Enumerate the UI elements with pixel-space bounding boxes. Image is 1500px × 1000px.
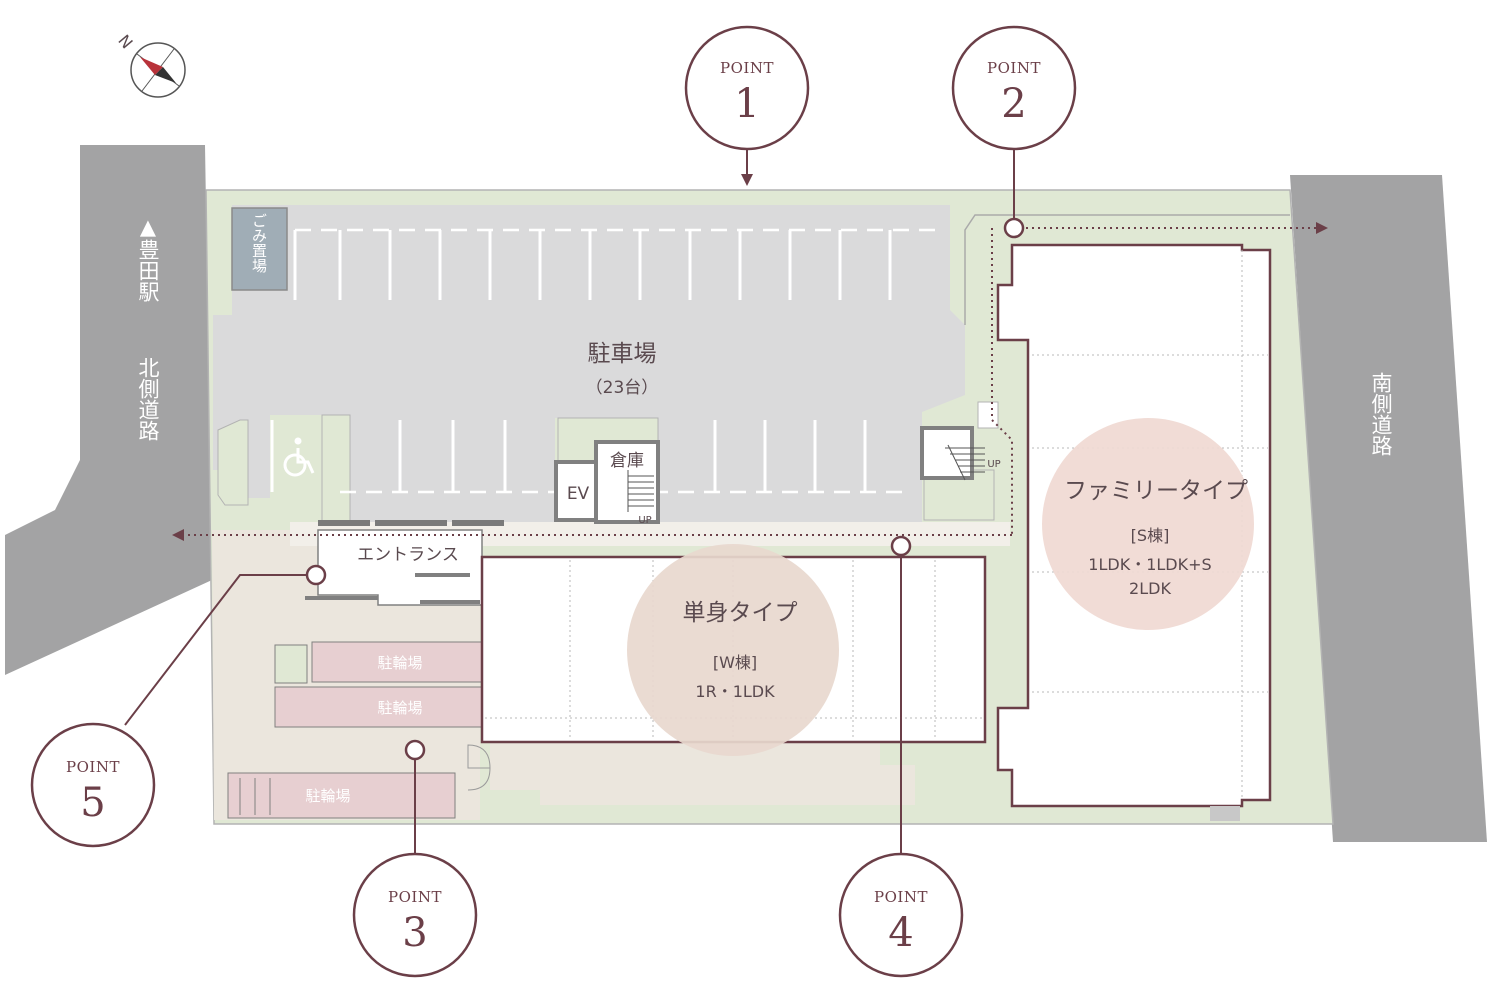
bike-parking-1-label: 駐輪場 (377, 654, 422, 672)
south-road (1290, 175, 1487, 842)
w-building-plans: 1R・1LDK (695, 682, 775, 701)
ev-storage-block (554, 440, 660, 524)
callout-dots (305, 217, 1025, 761)
bike-parking-2-label: 駐輪場 (377, 699, 422, 717)
west-stairs-icon (627, 470, 654, 512)
entrance-label: エントランス (357, 545, 459, 565)
car-stops (318, 520, 504, 526)
paved-area-south (480, 740, 915, 805)
point-2-number: 2 (1001, 81, 1026, 127)
parking-title: 駐車場 (588, 341, 657, 367)
bike-racks (239, 778, 271, 815)
point-4-label: POINT (874, 888, 928, 906)
parking-green-corner (217, 419, 249, 506)
point-2-label: POINT (987, 59, 1041, 77)
wheelchair-icon (283, 437, 315, 477)
bike-parking-3 (227, 772, 456, 819)
callout-lines (124, 150, 1015, 855)
bike-green (274, 644, 308, 684)
garbage-area (231, 207, 288, 291)
east-stair-door (977, 401, 999, 429)
west-stair-up-label: UP (638, 515, 651, 526)
point-1-badge[interactable]: POINT 1 (684, 25, 810, 151)
point-3-badge[interactable]: POINT 3 (352, 852, 478, 978)
path-east-side (991, 228, 1013, 535)
point-3-number: 3 (402, 910, 427, 956)
point-5-badge[interactable]: POINT 5 (30, 722, 156, 848)
compass-north-label: N (114, 31, 136, 52)
north-road-label: 北側道路 (136, 357, 160, 441)
door-swing (467, 744, 491, 791)
east-stairs-icon (945, 444, 985, 481)
parking-island (321, 414, 351, 523)
gate-wall (964, 214, 1290, 325)
s-type-label: ファミリータイプ (1064, 478, 1248, 504)
point-3-label: POINT (388, 888, 442, 906)
compass-icon: N (114, 31, 186, 98)
north-station-label: ▲豊田駅 (136, 215, 160, 302)
point-4-number: 4 (888, 910, 913, 956)
east-stair-block (920, 426, 974, 480)
s-type-circle (1042, 418, 1254, 630)
point-5-number: 5 (80, 780, 105, 826)
w-building-name: [W棟] (713, 653, 757, 672)
point-5-label: POINT (66, 758, 120, 776)
entrance-block (317, 529, 483, 606)
s-building-name: [S棟] (1131, 526, 1170, 545)
parking-lines (270, 228, 940, 494)
point-2-badge[interactable]: POINT 2 (951, 25, 1077, 151)
storage-label: 倉庫 (610, 451, 644, 471)
bike-parking-3-label: 駐輪場 (305, 787, 350, 805)
point-1-number: 1 (734, 81, 759, 127)
point-1-label: POINT (720, 59, 774, 77)
parking-count: （23台） (586, 378, 659, 398)
bike-parking-2 (274, 686, 483, 728)
ev-label: EV (567, 484, 590, 504)
s-building-plans-2: 2LDK (1129, 579, 1171, 598)
s-building-utility (1210, 806, 1240, 821)
w-type-circle (627, 544, 839, 756)
north-road (5, 145, 212, 675)
garbage-label: ごみ置場 (250, 213, 268, 273)
w-type-label: 単身タイプ (683, 600, 798, 626)
s-building-plans-1: 1LDK・1LDK+S (1088, 555, 1211, 574)
south-road-label: 南側道路 (1369, 372, 1393, 456)
east-stair-up-label: UP (987, 459, 1000, 470)
point-4-badge[interactable]: POINT 4 (838, 852, 964, 978)
